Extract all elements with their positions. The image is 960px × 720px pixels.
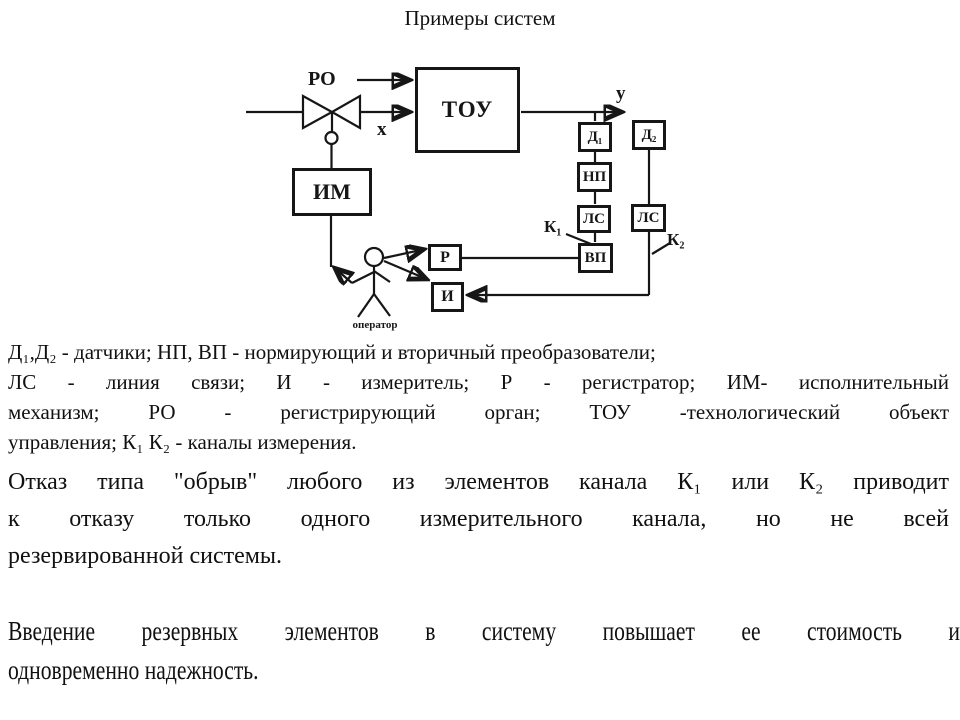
operator-to-im-arrow xyxy=(337,270,352,283)
block-ls2: ЛС xyxy=(631,204,666,232)
block-registrator: Р xyxy=(428,244,462,271)
failure-line-3: резервированной системы. xyxy=(8,543,283,569)
label-channel-k2: К₂ xyxy=(667,230,685,249)
block-toy: ТОУ xyxy=(415,67,520,153)
label-x-signal: х xyxy=(377,119,387,140)
redundancy-paragraph: Введение резервных элементов в систему п… xyxy=(8,612,960,690)
block-ls1: ЛС xyxy=(577,205,611,233)
redundancy-line-2: одновременно надежность. xyxy=(8,655,259,685)
legend-line-2: ЛС - линия связи; И - измеритель; Р - ре… xyxy=(8,370,949,394)
block-vp: ВП xyxy=(578,243,613,273)
legend-line-4: управления; К₁ К₂ - каналы измерения. xyxy=(8,430,357,454)
block-sensor-d1: Д₁ xyxy=(578,122,612,152)
failure-line-2: к отказу только одного измерительного ка… xyxy=(8,506,949,532)
label-operator: оператор xyxy=(352,319,398,331)
label-channel-k1: К₁ xyxy=(544,217,562,236)
operator-figure xyxy=(351,246,391,318)
label-ro: РО xyxy=(308,68,336,90)
label-y-signal: у xyxy=(616,83,626,104)
block-izmeritel: И xyxy=(431,282,464,312)
page-title: Примеры систем xyxy=(404,6,556,30)
channel2-connectors xyxy=(472,150,651,295)
operator-to-i-arrow xyxy=(383,259,424,278)
failure-line-1: Отказ типа "обрыв" любого из элементов к… xyxy=(8,469,949,495)
diagram-lines xyxy=(246,0,671,318)
legend-line-1: Д₁,Д₂ - датчики; НП, ВП - нормирующий и … xyxy=(8,340,656,364)
block-sensor-d2: Д₂ xyxy=(632,120,666,150)
legend-paragraph: Д₁,Д₂ - датчики; НП, ВП - нормирующий и … xyxy=(8,337,949,457)
failure-paragraph: Отказ типа "обрыв" любого из элементов к… xyxy=(8,464,949,575)
k2-pointer-line xyxy=(651,242,671,255)
operator-to-r-arrow xyxy=(383,250,421,258)
legend-line-3: механизм; РО - регистрирующий орган; ТОУ… xyxy=(8,400,949,424)
block-im: ИМ xyxy=(292,168,372,216)
valve-icon xyxy=(301,94,362,168)
block-np: НП xyxy=(577,162,612,192)
redundancy-line-1: Введение резервных элементов в систему п… xyxy=(8,616,960,646)
